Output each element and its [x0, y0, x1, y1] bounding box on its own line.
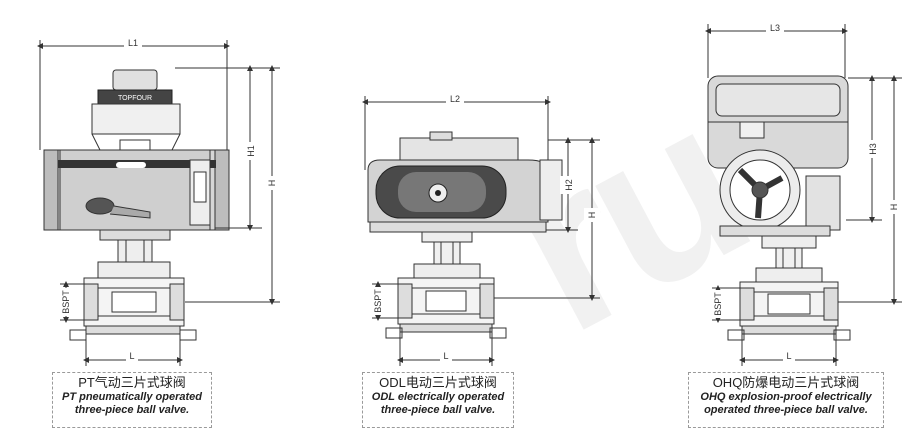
ohq-caption-title: OHQ防爆电动三片式球阀	[712, 375, 860, 390]
pt-caption-line1: PT pneumatically operated	[62, 391, 202, 403]
pt-dim-h1: H1	[246, 145, 256, 157]
ohq-caption-line2: operated three-piece ball valve.	[704, 404, 868, 416]
pt-caption-title: PT气动三片式球阀	[78, 375, 186, 390]
odl-dim-bspt: BSPT	[373, 289, 383, 313]
pt-dim-h: H	[267, 180, 277, 187]
ohq-caption-line1: OHQ explosion-proof electrically	[700, 391, 872, 403]
ohq-dim-h3: H3	[868, 143, 878, 155]
odl-caption: ODL电动三片式球阀 ODL electrically operated thr…	[362, 372, 514, 428]
ohq-dim-l3: L3	[770, 23, 780, 33]
pt-caption-line2: three-piece ball valve.	[74, 404, 190, 416]
odl-caption-title: ODL电动三片式球阀	[379, 375, 497, 390]
ohq-dim-l: L	[786, 351, 791, 361]
pt-caption: PT气动三片式球阀 PT pneumatically operated thre…	[52, 372, 212, 428]
pt-dim-bspt: BSPT	[61, 290, 71, 314]
odl-caption-line1: ODL electrically operated	[371, 391, 505, 403]
odl-dim-l: L	[443, 351, 448, 361]
odl-valve-drawing: L2 H2 H	[362, 93, 600, 366]
odl-caption-line2: three-piece ball valve.	[380, 404, 496, 416]
pt-valve-drawing: L1 TOPFOUR	[37, 37, 280, 366]
odl-dim-h: H	[587, 212, 597, 219]
pt-dim-l: L	[129, 351, 134, 361]
pt-dim-l1: L1	[128, 38, 138, 48]
pt-brand-label: TOPFOUR	[118, 95, 152, 102]
odl-dim-h2: H2	[564, 179, 574, 191]
ohq-valve-drawing: L3 H3 H	[705, 22, 902, 366]
odl-dim-l2: L2	[450, 94, 460, 104]
ohq-dim-h: H	[889, 204, 899, 211]
ohq-dim-bspt: BSPT	[713, 292, 723, 316]
ohq-caption: OHQ防爆电动三片式球阀 OHQ explosion-proof electri…	[688, 372, 884, 428]
